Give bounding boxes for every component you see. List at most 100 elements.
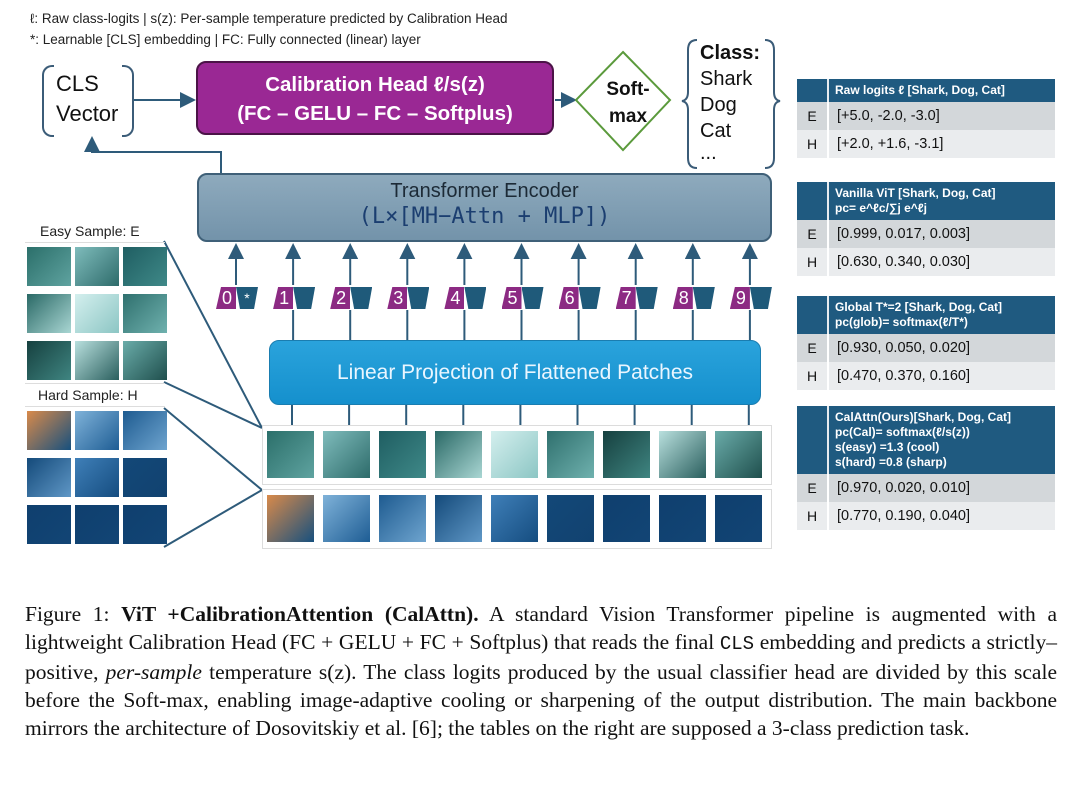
easy-sample-patch [27,247,71,286]
cls-token-embedding: * [236,287,258,309]
class-brace-right [764,39,781,169]
hard-sample-patch [123,458,167,497]
row-value: [0.930, 0.050, 0.020] [828,334,1055,362]
class-item: Dog [700,94,737,116]
class-item: ... [700,142,717,164]
row-label: H [797,248,829,276]
hard-patch-strip [262,489,772,549]
caption-text-3: temperature s(z). The class logits produ… [25,660,1057,740]
easy-link-top [163,240,263,429]
patch-token-embedding [407,287,430,309]
table-row: E[0.970, 0.020, 0.010] [797,474,1055,502]
table-header: Raw logits ℓ [Shark, Dog, Cat] [828,79,1055,102]
position-index: 6 [564,288,575,308]
hard-flattened-patch [267,495,314,542]
patch-token-embedding [692,287,715,309]
row-value: [0.999, 0.017, 0.003] [828,220,1055,248]
table-header-line: pc(glob)= softmax(ℓ/T*) [835,315,968,329]
class-item: Cat [700,120,732,142]
result-table: Vanilla ViT [Shark, Dog, Cat]pc= e^ℓc/∑j… [797,182,1055,276]
position-index: 2 [336,288,347,308]
hard-flattened-patch [379,495,426,542]
cls-vector: CLS Vector [42,65,134,137]
class-list-header: Class: [700,42,761,64]
position-embedding-tag [330,287,351,309]
position-embedding-tag [672,287,693,309]
hard-link-bottom [163,489,263,548]
softmax-diamond [574,50,672,152]
legend-line-1: ℓ: Raw class-logits | s(z): Per-sample t… [30,11,508,26]
table-row: E[0.930, 0.050, 0.020] [797,334,1055,362]
position-embedding-tag [615,287,636,309]
position-embedding-tag [729,287,750,309]
easy-sample-patch [75,294,119,333]
position-embedding-tag [387,287,408,309]
table-header: CalAttn(Ours)[Shark, Dog, Cat]pc(Cal)= s… [828,406,1055,474]
softmax-label: Soft- max [590,76,666,130]
hard-sample-label: Hard Sample: H [38,387,138,403]
table-header-line: pc(Cal)= softmax(ℓ/s(z)) [835,425,970,439]
patch-token-embedding [350,287,373,309]
easy-sample-patch [123,341,167,380]
encoder-title: Transformer Encoder [390,180,579,202]
hard-flattened-patch [547,495,594,542]
easy-patch-strip [262,425,772,485]
calibration-head-title: Calibration Head ℓ/s(z) [265,73,485,96]
hard-sample-patch [27,411,71,450]
row-value: [+5.0, -2.0, -3.0] [828,102,1055,130]
caption-prefix: Figure 1: [25,602,122,626]
row-value: [0.470, 0.370, 0.160] [828,362,1055,390]
class-list: Class: Shark Dog Cat ... [700,40,762,164]
table-header-line: Global T*=2 [Shark, Dog, Cat] [835,300,1003,314]
easy-flattened-patch [379,431,426,478]
cls-vector-line1: CLS [56,71,99,96]
bracket-right [122,65,134,137]
easy-sample-patch [75,341,119,380]
row-label: E [797,334,829,362]
position-embedding-tag [501,287,522,309]
hard-flattened-patch [715,495,762,542]
patch-token-embedding [578,287,601,309]
hard-sample-patch [75,411,119,450]
caption-text-1: A standard Vision Transformer pipeline i… [25,602,1057,654]
table-row: H[+2.0, +1.6, -3.1] [797,130,1055,158]
caption-cls: CLS [719,633,755,655]
table-header-line: CalAttn(Ours)[Shark, Dog, Cat] [835,410,1012,424]
easy-sample-patch [123,294,167,333]
table-row: E[+5.0, -2.0, -3.0] [797,102,1055,130]
caption-italic: per-sample [105,660,202,684]
position-embedding-tag [273,287,294,309]
position-embedding-tag [444,287,465,309]
table-header-line: pc= e^ℓc/∑j e^ℓj [835,201,928,215]
hard-flattened-patch [435,495,482,542]
position-index: 9 [735,288,746,308]
hard-flattened-patch [491,495,538,542]
position-embedding-tag [216,287,236,309]
result-table: CalAttn(Ours)[Shark, Dog, Cat]pc(Cal)= s… [797,406,1055,530]
table-header-corner [797,182,829,220]
calibration-head-layers: (FC – GELU – FC – Softplus) [237,102,513,125]
patch-token-embedding [464,287,487,309]
connector-layer [84,39,781,548]
row-label: H [797,502,829,530]
easy-flattened-patch [547,431,594,478]
class-item: Shark [700,68,753,90]
patch-token-embedding [749,287,772,309]
easy-sample-patch [27,294,71,333]
row-value: [0.630, 0.340, 0.030] [828,248,1055,276]
calibration-head-block: Calibration Head ℓ/s(z) (FC – GELU – FC … [196,61,554,135]
row-label: E [797,474,829,502]
hard-flattened-patch [603,495,650,542]
position-index: 4 [450,288,461,308]
position-index: 7 [621,288,632,308]
table-header-line: Raw logits ℓ [Shark, Dog, Cat] [835,83,1005,97]
row-label: E [797,220,829,248]
easy-flattened-patch [603,431,650,478]
position-index: 0 [221,288,232,308]
easy-sample-grid [25,242,167,384]
easy-sample-patch [75,247,119,286]
easy-sample-patch [27,341,71,380]
easy-flattened-patch [715,431,762,478]
caption-title: ViT +CalibrationAttention (CalAttn). [121,602,479,626]
easy-sample-patch [123,247,167,286]
